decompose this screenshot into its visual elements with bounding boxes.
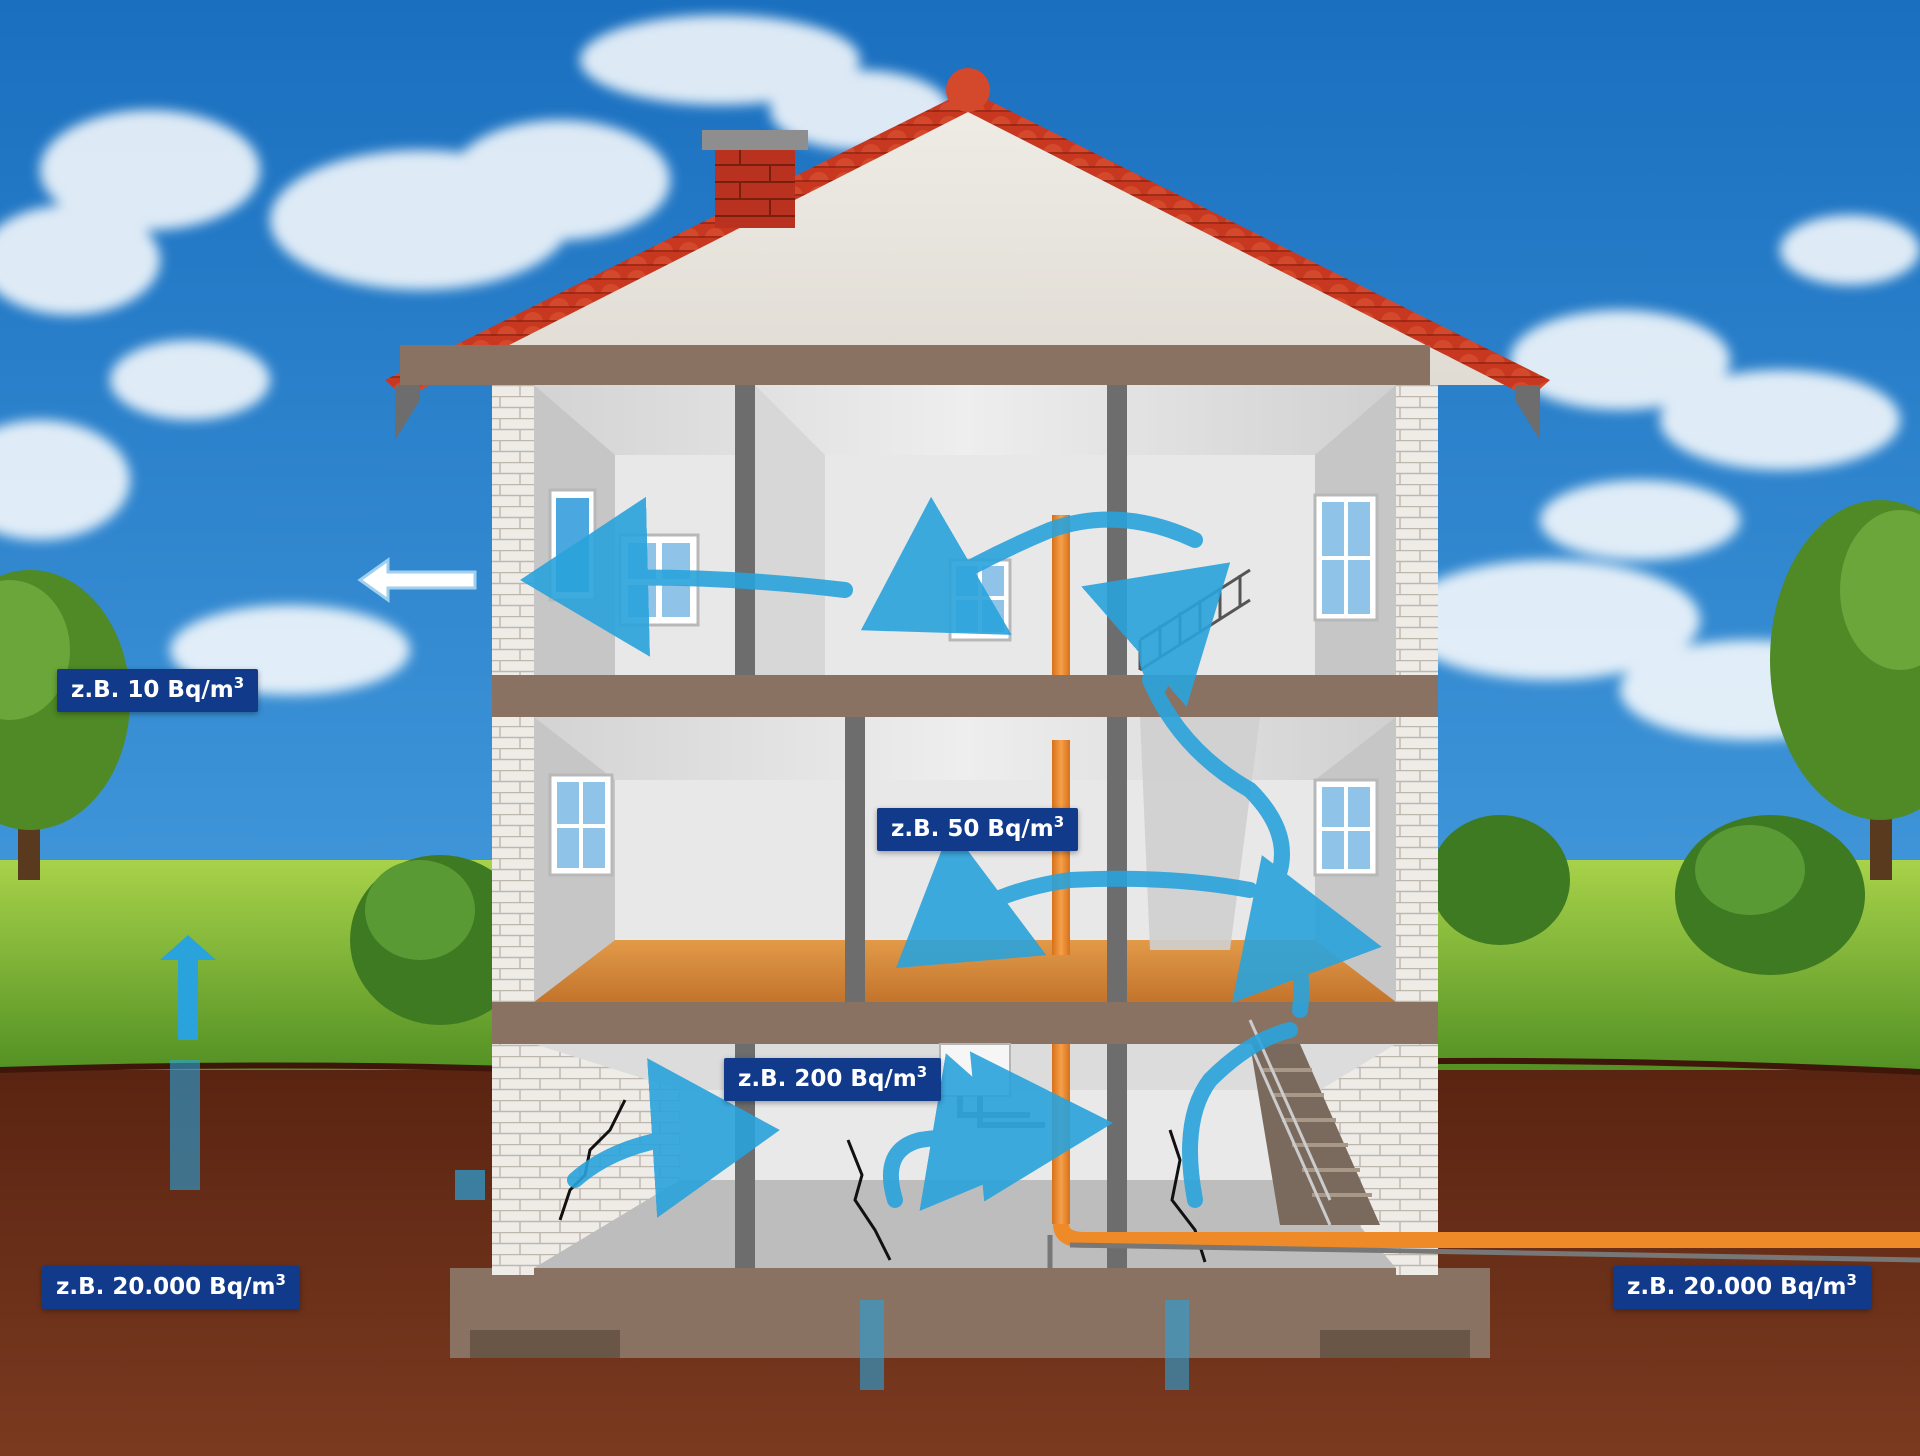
label-text: z.B. 200 Bq/m <box>738 1066 917 1092</box>
label-exponent: 3 <box>233 674 245 692</box>
outdoor-concentration-label: z.B. 10 Bq/m3 <box>57 669 259 712</box>
label-text: z.B. 20.000 Bq/m <box>1627 1274 1847 1300</box>
window-icon <box>548 773 614 877</box>
roof-eave <box>1515 385 1540 440</box>
bush-highlight <box>365 860 475 960</box>
partition-wall <box>1107 717 1127 1002</box>
wooden-floor <box>534 940 1396 1002</box>
foundation <box>450 1268 1490 1358</box>
foundation-footing <box>1320 1330 1470 1358</box>
tree-icon <box>1770 500 1920 880</box>
bush-highlight <box>1695 825 1805 915</box>
basement-back-wall <box>680 1090 1320 1180</box>
partition-face <box>755 385 825 675</box>
partition-wall <box>735 385 755 675</box>
attic-slab <box>400 345 1430 385</box>
airflow-arrow-icon <box>160 557 1189 1390</box>
label-text: z.B. 20.000 Bq/m <box>56 1274 276 1300</box>
roof-eave <box>395 385 420 440</box>
ground-floor-concentration-label: z.B. 50 Bq/m3 <box>877 808 1079 851</box>
gable <box>400 100 1528 385</box>
window-icon <box>1313 493 1379 622</box>
label-exponent: 3 <box>1053 813 1065 831</box>
staircase-icon <box>1248 1019 1380 1226</box>
outer-wall-left <box>492 385 534 1275</box>
partition-wall <box>1107 385 1127 675</box>
soil-concentration-label-right: z.B. 20.000 Bq/m3 <box>1613 1266 1871 1309</box>
boiler <box>939 1043 1011 1097</box>
floor-slab <box>492 675 1438 717</box>
label-exponent: 3 <box>916 1063 928 1081</box>
label-text: z.B. 50 Bq/m <box>891 816 1054 842</box>
airflow-arrow-icon <box>520 496 1382 1218</box>
roof-ridge-cap <box>946 68 990 112</box>
soil-concentration-label-left: z.B. 20.000 Bq/m3 <box>42 1266 300 1309</box>
label-exponent: 3 <box>1846 1271 1857 1289</box>
foundation-footing <box>470 1330 620 1358</box>
basement-floor <box>534 1180 1396 1268</box>
chimney-icon <box>702 130 808 228</box>
label-text: z.B. 10 Bq/m <box>71 677 234 703</box>
bush-icon <box>1430 815 1570 945</box>
label-exponent: 3 <box>275 1271 286 1289</box>
basement-concentration-label: z.B. 200 Bq/m3 <box>724 1058 942 1101</box>
window-icon <box>548 488 597 602</box>
partition-wall <box>845 717 865 1002</box>
window-icon <box>1313 778 1379 877</box>
outer-wall-right <box>1396 385 1438 1275</box>
